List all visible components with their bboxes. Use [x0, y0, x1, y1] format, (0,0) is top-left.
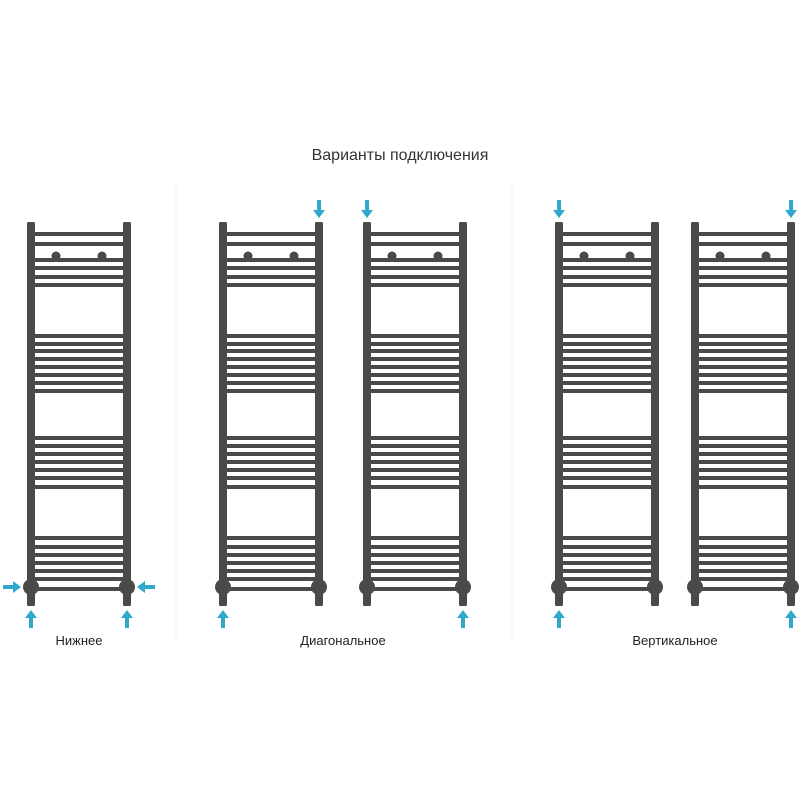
group-label-diagonal: Диагональное — [300, 633, 386, 648]
diagram-title: Варианты подключения — [311, 147, 489, 164]
flow-arrow-up-icon — [785, 610, 797, 628]
radiator-3-2 — [687, 222, 799, 606]
group-label-bottom: Нижнее — [55, 633, 103, 648]
radiator-2-2 — [359, 222, 471, 606]
flow-arrow-left-icon — [137, 581, 155, 593]
flow-arrow-up-icon — [121, 610, 133, 628]
flow-arrow-up-icon — [553, 610, 565, 628]
flow-arrow-up-icon — [457, 610, 469, 628]
group-label-vertical: Вертикальное — [632, 633, 718, 648]
flow-arrow-down-icon — [361, 200, 373, 218]
radiator-3-1 — [551, 222, 663, 606]
radiator-2-1 — [215, 222, 327, 606]
flow-arrow-up-icon — [217, 610, 229, 628]
flow-arrow-down-icon — [553, 200, 565, 218]
radiator-1-1 — [23, 222, 135, 606]
flow-arrow-up-icon — [25, 610, 37, 628]
flow-arrow-down-icon — [313, 200, 325, 218]
flow-arrow-down-icon — [785, 200, 797, 218]
flow-arrow-right-icon — [3, 581, 21, 593]
